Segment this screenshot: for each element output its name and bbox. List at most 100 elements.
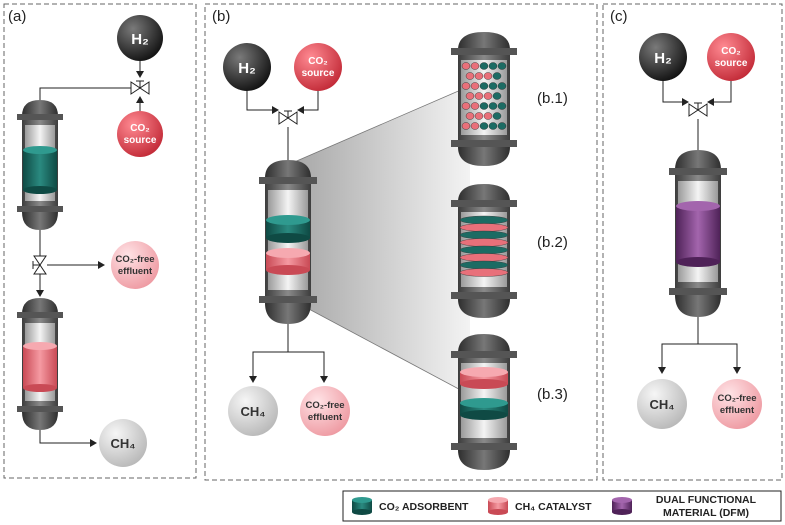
h2-ball bbox=[117, 15, 163, 61]
particle bbox=[470, 62, 480, 70]
panel-a: H₂ CO₂ source CO₂-free effluent bbox=[17, 15, 163, 467]
legend-catalyst-label: CH₄ CATALYST bbox=[515, 501, 592, 513]
panel-c-border bbox=[602, 3, 783, 481]
co2-free-label-c-2: effluent bbox=[720, 405, 755, 416]
co2-free-label-a-2: effluent bbox=[118, 266, 153, 277]
particle bbox=[492, 72, 502, 80]
adsorbent-layer bbox=[459, 215, 509, 225]
particle bbox=[492, 112, 502, 120]
legend-box bbox=[342, 490, 782, 522]
particle bbox=[474, 92, 484, 100]
valve-c bbox=[688, 102, 708, 117]
legend-dfm-swatch bbox=[612, 497, 632, 515]
panel-b: H₂ CO₂ source bbox=[223, 32, 568, 470]
particle bbox=[497, 62, 507, 70]
particle bbox=[479, 62, 489, 70]
particle bbox=[470, 82, 480, 90]
co2-source-ball-b bbox=[294, 43, 342, 91]
adsorbent-layer bbox=[459, 230, 509, 240]
particle bbox=[479, 102, 489, 110]
adsorbent-layer bbox=[459, 260, 509, 270]
legend: CO₂ ADSORBENT CH₄ CATALYST DUAL FUNCTION… bbox=[342, 490, 782, 522]
particle bbox=[461, 62, 471, 70]
co2-source-label-1: CO₂ bbox=[130, 123, 149, 134]
particle bbox=[461, 122, 471, 130]
co2-free-ball-b bbox=[300, 386, 350, 436]
particle bbox=[479, 82, 489, 90]
particle bbox=[488, 102, 498, 110]
panel-a-label: (a) bbox=[8, 8, 26, 25]
label-b3: (b.3) bbox=[537, 386, 568, 403]
legend-adsorbent-label: CO₂ ADSORBENT bbox=[379, 501, 469, 513]
co2-source-label-b-2: source bbox=[302, 68, 335, 79]
particle bbox=[474, 72, 484, 80]
zoom-projection bbox=[292, 86, 470, 395]
co2-source-label-c-2: source bbox=[715, 58, 748, 69]
co2-source-label-b-1: CO₂ bbox=[308, 56, 327, 67]
legend-adsorbent-swatch bbox=[352, 497, 372, 515]
panel-a-border bbox=[3, 3, 197, 479]
ch4-label-a: CH₄ bbox=[111, 436, 136, 451]
reactor-a-adsorbent bbox=[17, 100, 63, 230]
valve-a-top bbox=[130, 80, 150, 95]
particle bbox=[488, 62, 498, 70]
co2-free-ball-c bbox=[712, 379, 762, 429]
panel-c-label: (c) bbox=[610, 8, 628, 25]
co2-free-label-c-1: CO₂-free bbox=[717, 393, 756, 404]
co2-free-ball-a bbox=[111, 241, 159, 289]
particle bbox=[483, 92, 493, 100]
valve-b bbox=[278, 110, 298, 125]
panel-b-label: (b) bbox=[212, 8, 230, 25]
label-b1: (b.1) bbox=[537, 90, 568, 107]
particle bbox=[479, 122, 489, 130]
h2-ball-b bbox=[223, 43, 271, 91]
reactor-b2-layered bbox=[451, 184, 517, 318]
stacked-layers bbox=[459, 215, 509, 277]
particle bbox=[465, 112, 475, 120]
catalyst-layer bbox=[459, 268, 509, 277]
co2-source-label-2: source bbox=[124, 135, 157, 146]
particle bbox=[470, 102, 480, 110]
catalyst-layer bbox=[459, 253, 509, 262]
h2-label-c: H₂ bbox=[654, 50, 672, 67]
co2-source-ball bbox=[117, 111, 163, 157]
particle bbox=[488, 82, 498, 90]
legend-catalyst-swatch bbox=[488, 497, 508, 515]
mixed-particles bbox=[461, 62, 507, 130]
h2-ball-c bbox=[639, 33, 687, 81]
label-b2: (b.2) bbox=[537, 234, 568, 251]
particle bbox=[492, 92, 502, 100]
ch4-ball-a bbox=[99, 419, 147, 467]
particle bbox=[461, 82, 471, 90]
co2-free-label-b-2: effluent bbox=[308, 412, 343, 423]
adsorbent-layer bbox=[459, 245, 509, 255]
co2-source-label-c-1: CO₂ bbox=[721, 46, 740, 57]
ch4-label-c: CH₄ bbox=[650, 397, 675, 412]
panel-c: H₂ CO₂ source CH₄ CO₂-free effluent bbox=[637, 33, 762, 429]
particle bbox=[483, 112, 493, 120]
h2-label-b: H₂ bbox=[238, 60, 256, 77]
reactor-c-dfm bbox=[669, 150, 727, 317]
panel-b-border bbox=[204, 3, 598, 481]
ch4-ball-b bbox=[228, 386, 278, 436]
particle bbox=[461, 102, 471, 110]
co2-free-label-a-1: CO₂-free bbox=[115, 254, 154, 265]
reactor-b3-sequential bbox=[451, 334, 517, 470]
reactor-a-catalyst bbox=[17, 298, 63, 430]
particle bbox=[483, 72, 493, 80]
catalyst-layer bbox=[459, 223, 509, 232]
ch4-label-b: CH₄ bbox=[241, 404, 266, 419]
catalyst-layer bbox=[459, 238, 509, 247]
particle bbox=[497, 82, 507, 90]
valve-a-middle bbox=[32, 255, 47, 275]
co2-source-ball-c bbox=[707, 33, 755, 81]
particle bbox=[465, 72, 475, 80]
co2-free-label-b-1: CO₂-free bbox=[305, 400, 344, 411]
legend-dfm-label-2: MATERIAL (DFM) bbox=[663, 507, 749, 519]
ch4-ball-c bbox=[637, 379, 687, 429]
particle bbox=[470, 122, 480, 130]
particle bbox=[497, 122, 507, 130]
reactor-b-main bbox=[259, 160, 317, 324]
reactor-b1-mixed bbox=[451, 32, 517, 166]
